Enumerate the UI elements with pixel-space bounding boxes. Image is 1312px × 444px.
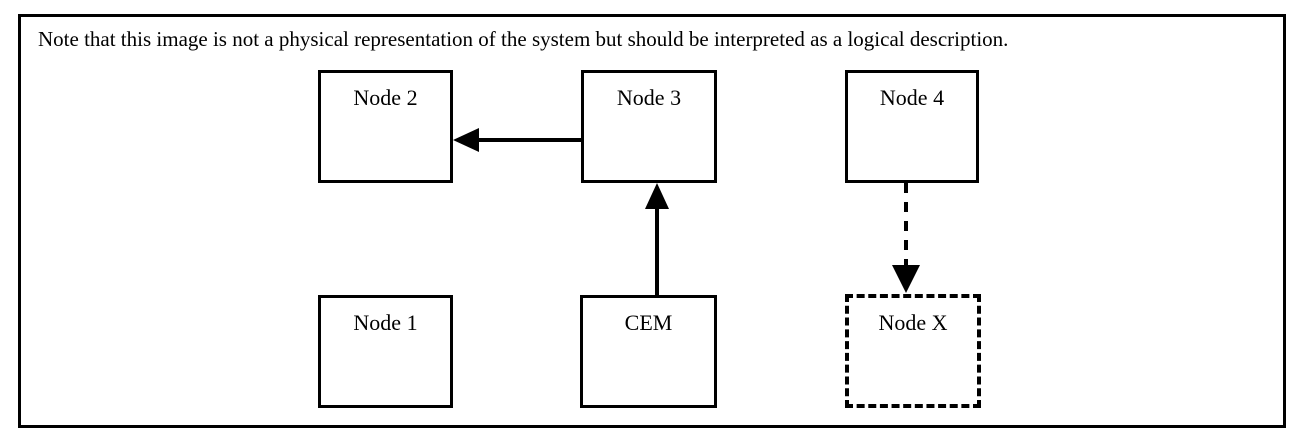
- node-label-node2: Node 2: [353, 85, 418, 110]
- node-box-node3[interactable]: Node 3: [581, 70, 717, 183]
- node-box-node2[interactable]: Node 2: [318, 70, 453, 183]
- node-box-nodex[interactable]: Node X: [845, 294, 981, 408]
- node-box-node1[interactable]: Node 1: [318, 295, 453, 408]
- node-box-node4[interactable]: Node 4: [845, 70, 979, 183]
- node-label-node4: Node 4: [879, 85, 945, 110]
- node-box-cem[interactable]: CEM: [580, 295, 717, 408]
- node-label-nodex: Node X: [878, 310, 948, 335]
- node-label-node3: Node 3: [616, 85, 682, 110]
- figure-caption: Note that this image is not a physical r…: [38, 27, 1009, 51]
- node-label-cem: CEM: [624, 310, 673, 335]
- node-label-node1: Node 1: [353, 310, 418, 335]
